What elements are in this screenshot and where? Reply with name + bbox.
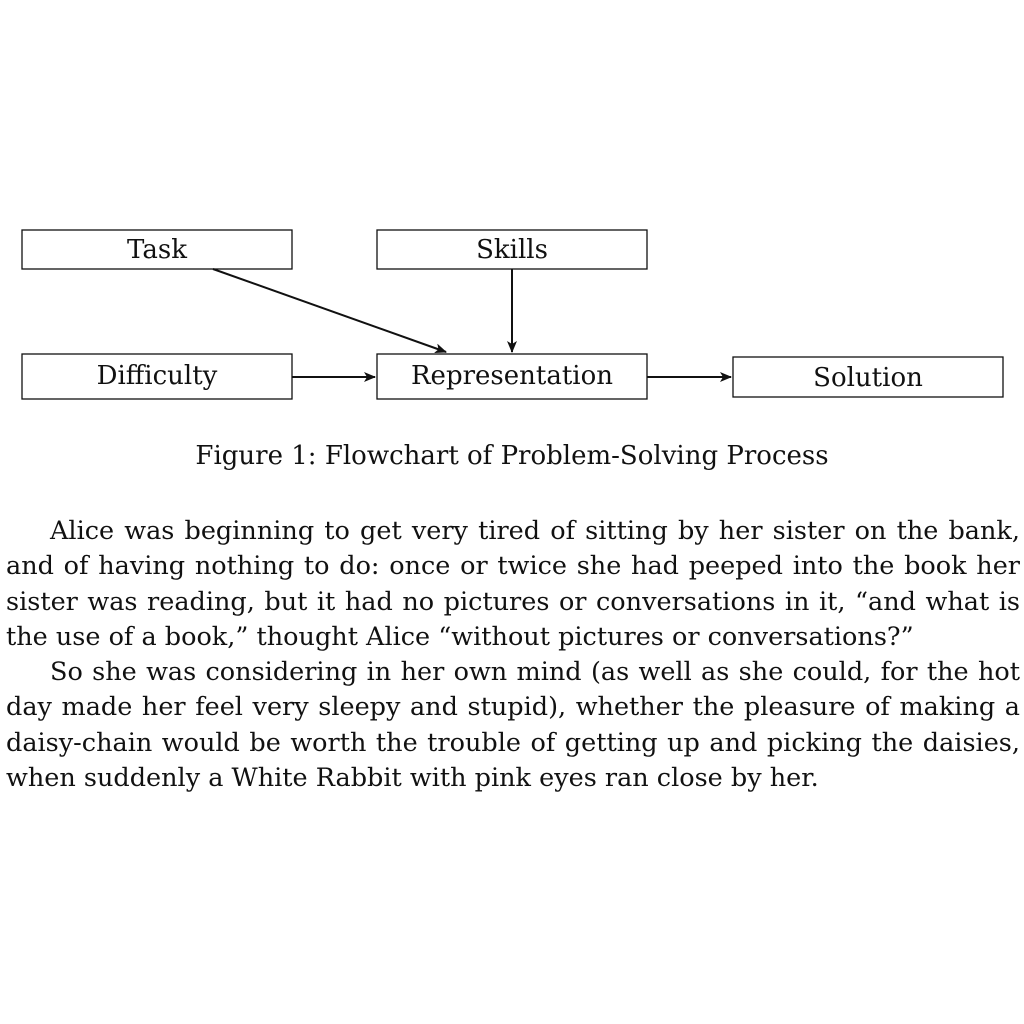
node-skills: Skills — [376, 229, 648, 270]
paragraph: Alice was beginning to get very tired of… — [6, 516, 1020, 652]
flowchart-diagram: Task Skills Difficulty Representation So… — [21, 229, 1004, 400]
node-solution-label: Solution — [813, 363, 923, 393]
node-representation-label: Representation — [411, 361, 613, 391]
paragraph: So she was considering in her own mind (… — [6, 657, 1020, 794]
node-difficulty: Difficulty — [21, 353, 293, 400]
node-difficulty-label: Difficulty — [97, 361, 218, 391]
figure-caption: Figure 1: Flowchart of Problem-Solving P… — [195, 441, 829, 471]
node-representation: Representation — [376, 353, 648, 400]
node-solution: Solution — [732, 356, 1004, 398]
arrow-task-to-representation — [212, 268, 447, 354]
body-text: Alice was beginning to get very tired of… — [6, 514, 1020, 796]
node-skills-label: Skills — [476, 235, 548, 265]
node-task-label: Task — [127, 235, 187, 265]
node-task: Task — [21, 229, 293, 270]
